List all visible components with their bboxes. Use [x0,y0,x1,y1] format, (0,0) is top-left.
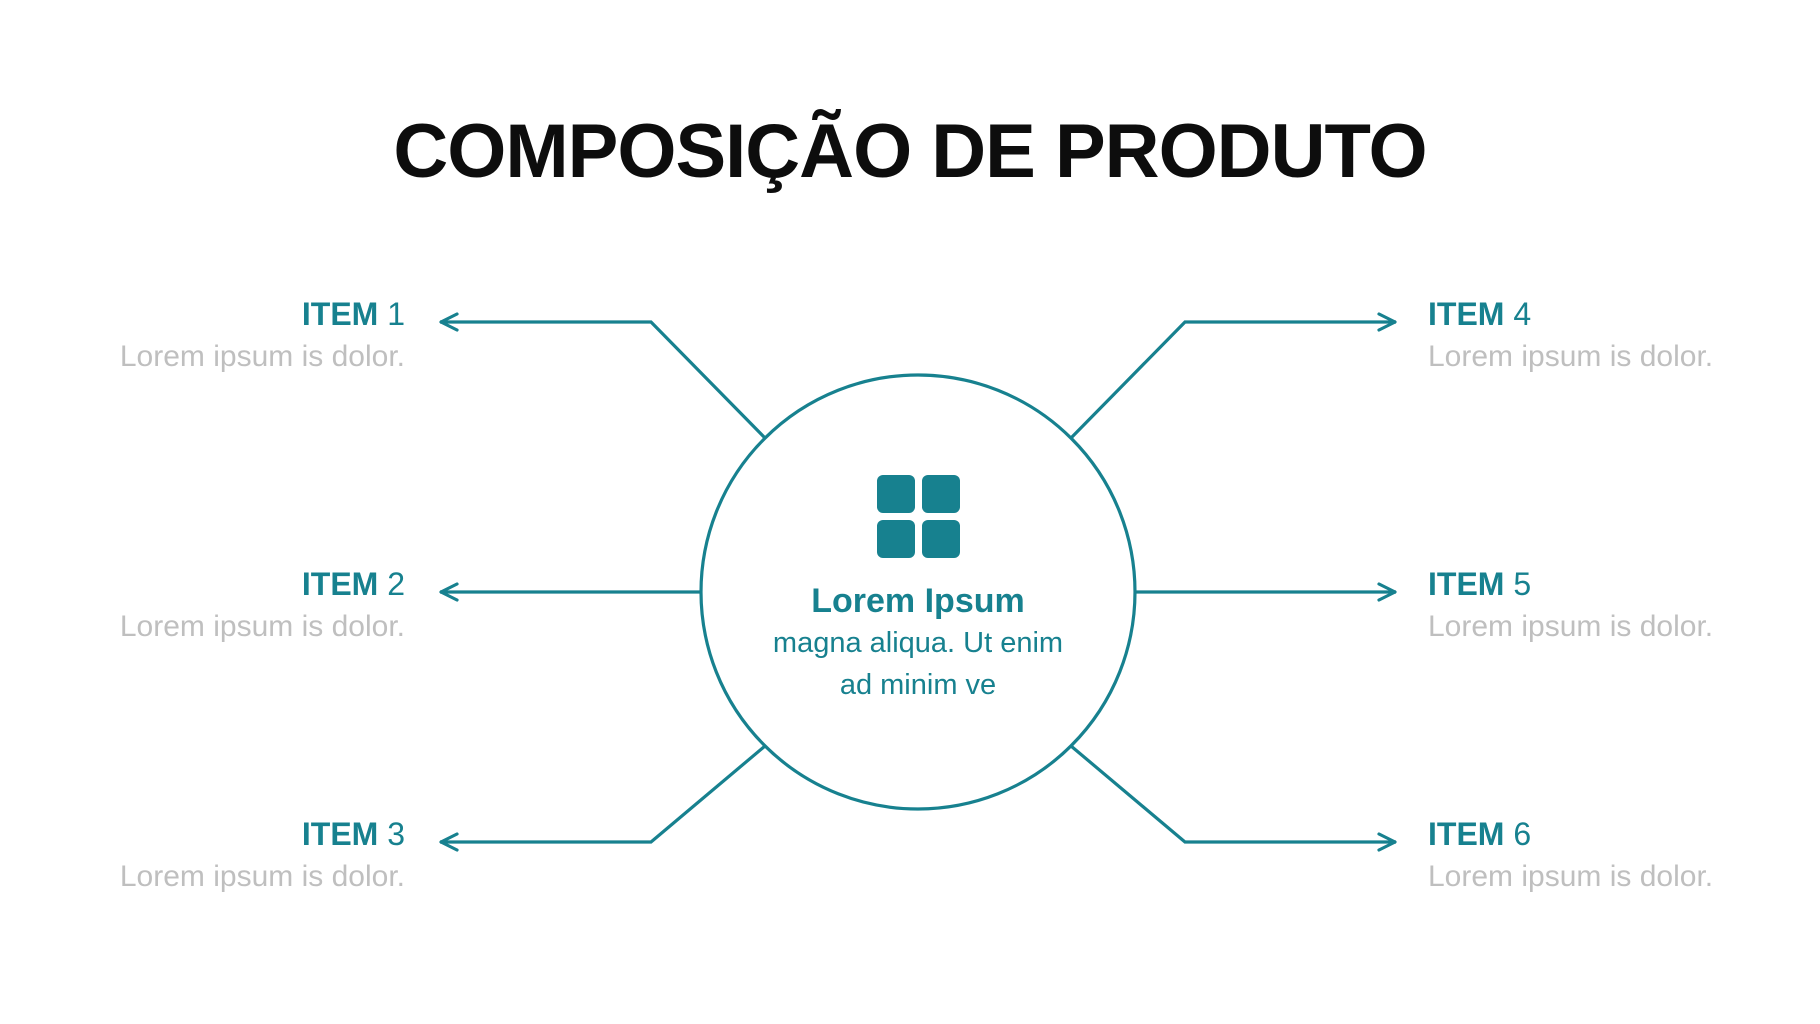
connector-item-3 [439,744,767,852]
grid-icon-square [921,520,960,558]
item-5-label: ITEM 5 [1428,566,1532,602]
item-block-2: ITEM 2 Lorem ipsum is dolor. [45,564,405,647]
connector-item-6 [1069,744,1397,852]
item-1-label: ITEM 1 [301,296,405,332]
item-2-description: Lorem ipsum is dolor. [119,610,405,643]
connector-item-1 [439,312,767,440]
page-title: COMPOSIÇÃO DE PRODUTO [393,109,1427,194]
item-block-4: ITEM 4 Lorem ipsum is dolor. [1428,294,1808,377]
grid-icon [876,475,960,558]
item-6-label: ITEM 6 [1428,816,1532,852]
item-3-label: ITEM 3 [301,816,405,852]
item-4-label: ITEM 4 [1428,296,1532,332]
item-block-5: ITEM 5 Lorem ipsum is dolor. [1428,564,1808,647]
item-block-3: ITEM 3 Lorem ipsum is dolor. [45,814,405,897]
item-1-description: Lorem ipsum is dolor. [119,340,405,373]
grid-icon-square [921,475,960,513]
center-body-line-2: ad minim ve [839,669,997,701]
item-block-6: ITEM 6 Lorem ipsum is dolor. [1428,814,1808,897]
center-title: Lorem Ipsum [811,582,1025,620]
item-6-description: Lorem ipsum is dolor. [1428,860,1714,893]
item-3-description: Lorem ipsum is dolor. [119,860,405,893]
center-body-line-1: magna aliqua. Ut enim [772,627,1064,659]
item-block-1: ITEM 1 Lorem ipsum is dolor. [45,294,405,377]
center-node: Lorem Ipsum magna aliqua. Ut enim ad min… [701,375,1135,809]
item-4-description: Lorem ipsum is dolor. [1428,340,1714,373]
connector-item-4 [1069,312,1397,440]
center-circle [699,373,1137,811]
item-2-label: ITEM 2 [301,566,405,602]
item-5-description: Lorem ipsum is dolor. [1428,610,1714,643]
grid-icon-square [876,475,915,513]
grid-icon-square [876,520,915,558]
